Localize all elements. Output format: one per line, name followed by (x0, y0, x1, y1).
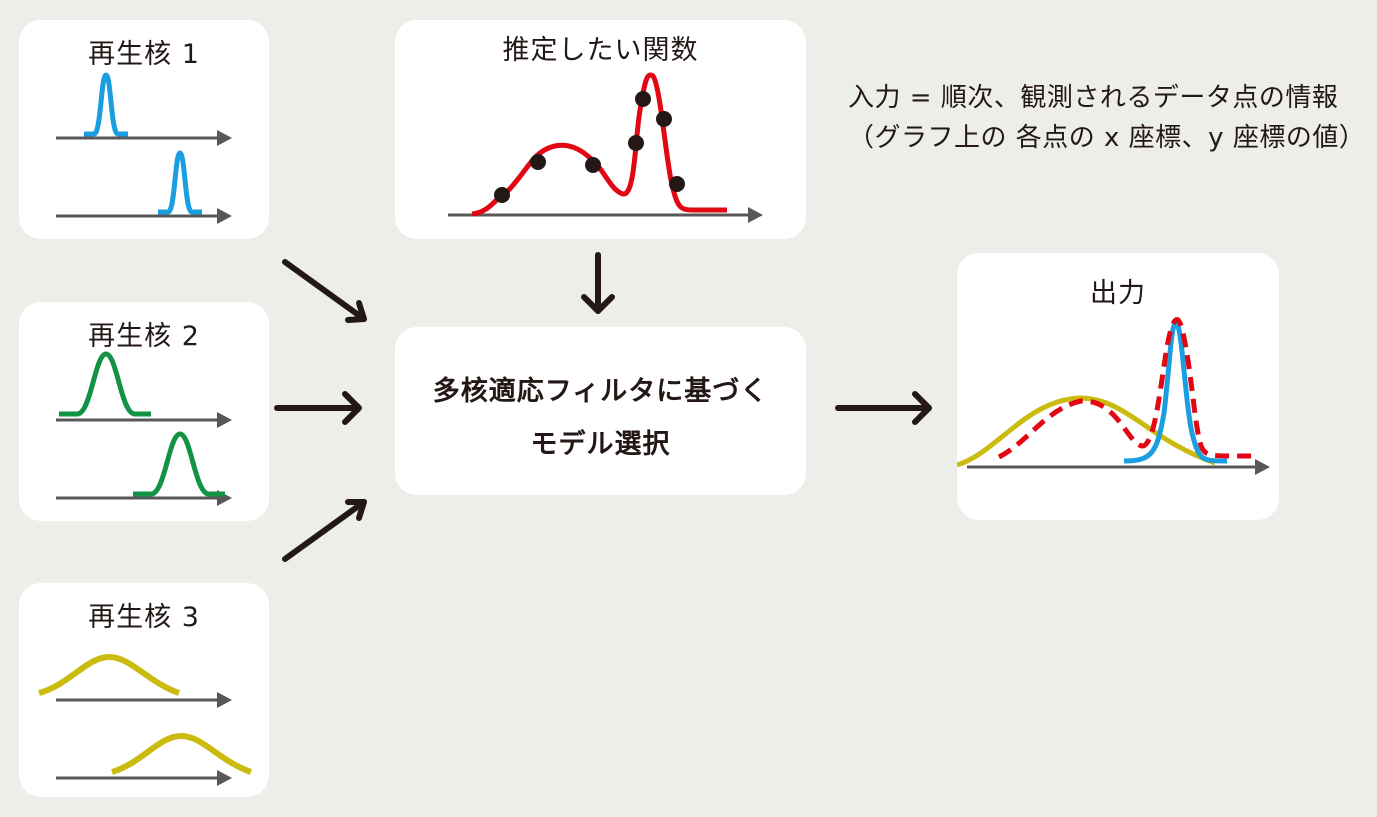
kernel-2-card: 再生核 2 (19, 302, 269, 521)
model-selection-line-2: モデル選択 (530, 429, 671, 460)
arrow-kernel3-to-process (282, 499, 367, 562)
kernel-2-plot (56, 351, 232, 506)
output-card: 出力 (957, 253, 1279, 520)
kernel-1-title: 再生核 1 (88, 39, 200, 70)
input-description-line-2: （グラフ上の 各点の x 座標、y 座標の値） (848, 123, 1366, 153)
arrow-target-to-process (581, 252, 615, 314)
kernel-3-card: 再生核 3 (19, 583, 269, 797)
model-selection-card: 多核適応フィルタに基づく モデル選択 (395, 327, 806, 495)
output-plot (957, 317, 1270, 475)
kernel-3-title: 再生核 3 (88, 602, 200, 633)
target-function-plot (448, 72, 763, 223)
input-description: 入力 = 順次、観測されるデータ点の情報 （グラフ上の 各点の x 座標、y 座… (848, 78, 1365, 158)
model-selection-line-1: 多核適応フィルタに基づく (432, 376, 769, 407)
kernel-2-title: 再生核 2 (88, 321, 200, 352)
kernel-3-plot (38, 653, 253, 786)
input-description-line-1: 入力 = 順次、観測されるデータ点の情報 (848, 83, 1339, 113)
kernel-1-card: 再生核 1 (19, 20, 269, 239)
kernel-1-plot (56, 72, 232, 224)
output-title: 出力 (1090, 278, 1146, 309)
arrow-kernel2-to-process (274, 391, 362, 425)
target-function-title: 推定したい関数 (502, 35, 699, 66)
arrow-kernel1-to-process (282, 259, 367, 323)
target-function-card: 推定したい関数 (395, 20, 806, 239)
arrow-process-to-output (835, 391, 932, 425)
